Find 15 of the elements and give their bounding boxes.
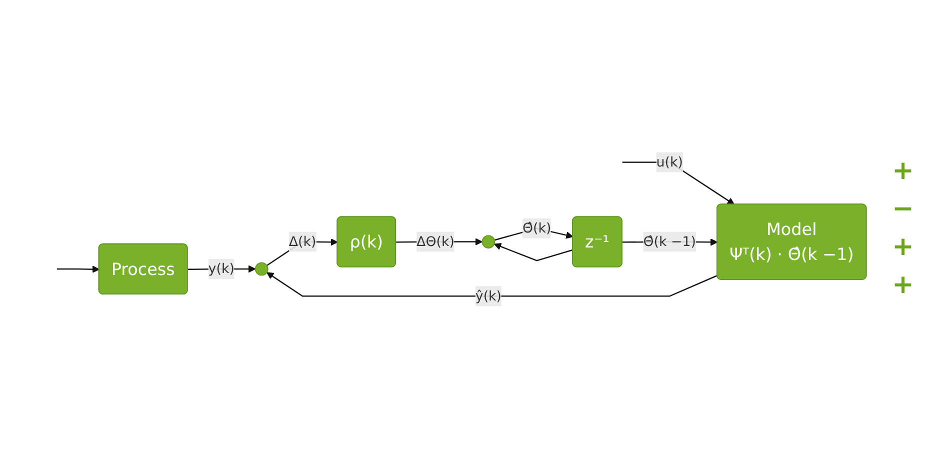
- edge-label: Θ̂(k): [522, 220, 552, 236]
- edge-label: ŷ(k): [475, 287, 502, 304]
- node-circle: [254, 262, 268, 276]
- sign-label: +: [892, 270, 914, 300]
- node-circle: [482, 234, 496, 248]
- edge-label: u(k): [656, 153, 683, 170]
- edge-label: Θ̂(k −1): [643, 232, 696, 249]
- sign-label: −: [892, 194, 914, 224]
- arrow: [266, 272, 718, 296]
- sign-label: +: [892, 232, 914, 262]
- edge-label: y(k): [208, 260, 234, 276]
- edge-label: ΔΘ(k): [416, 232, 454, 249]
- edge-label: Δ(k): [288, 232, 316, 249]
- sign-label: +: [892, 156, 914, 186]
- arrow: [56, 265, 100, 272]
